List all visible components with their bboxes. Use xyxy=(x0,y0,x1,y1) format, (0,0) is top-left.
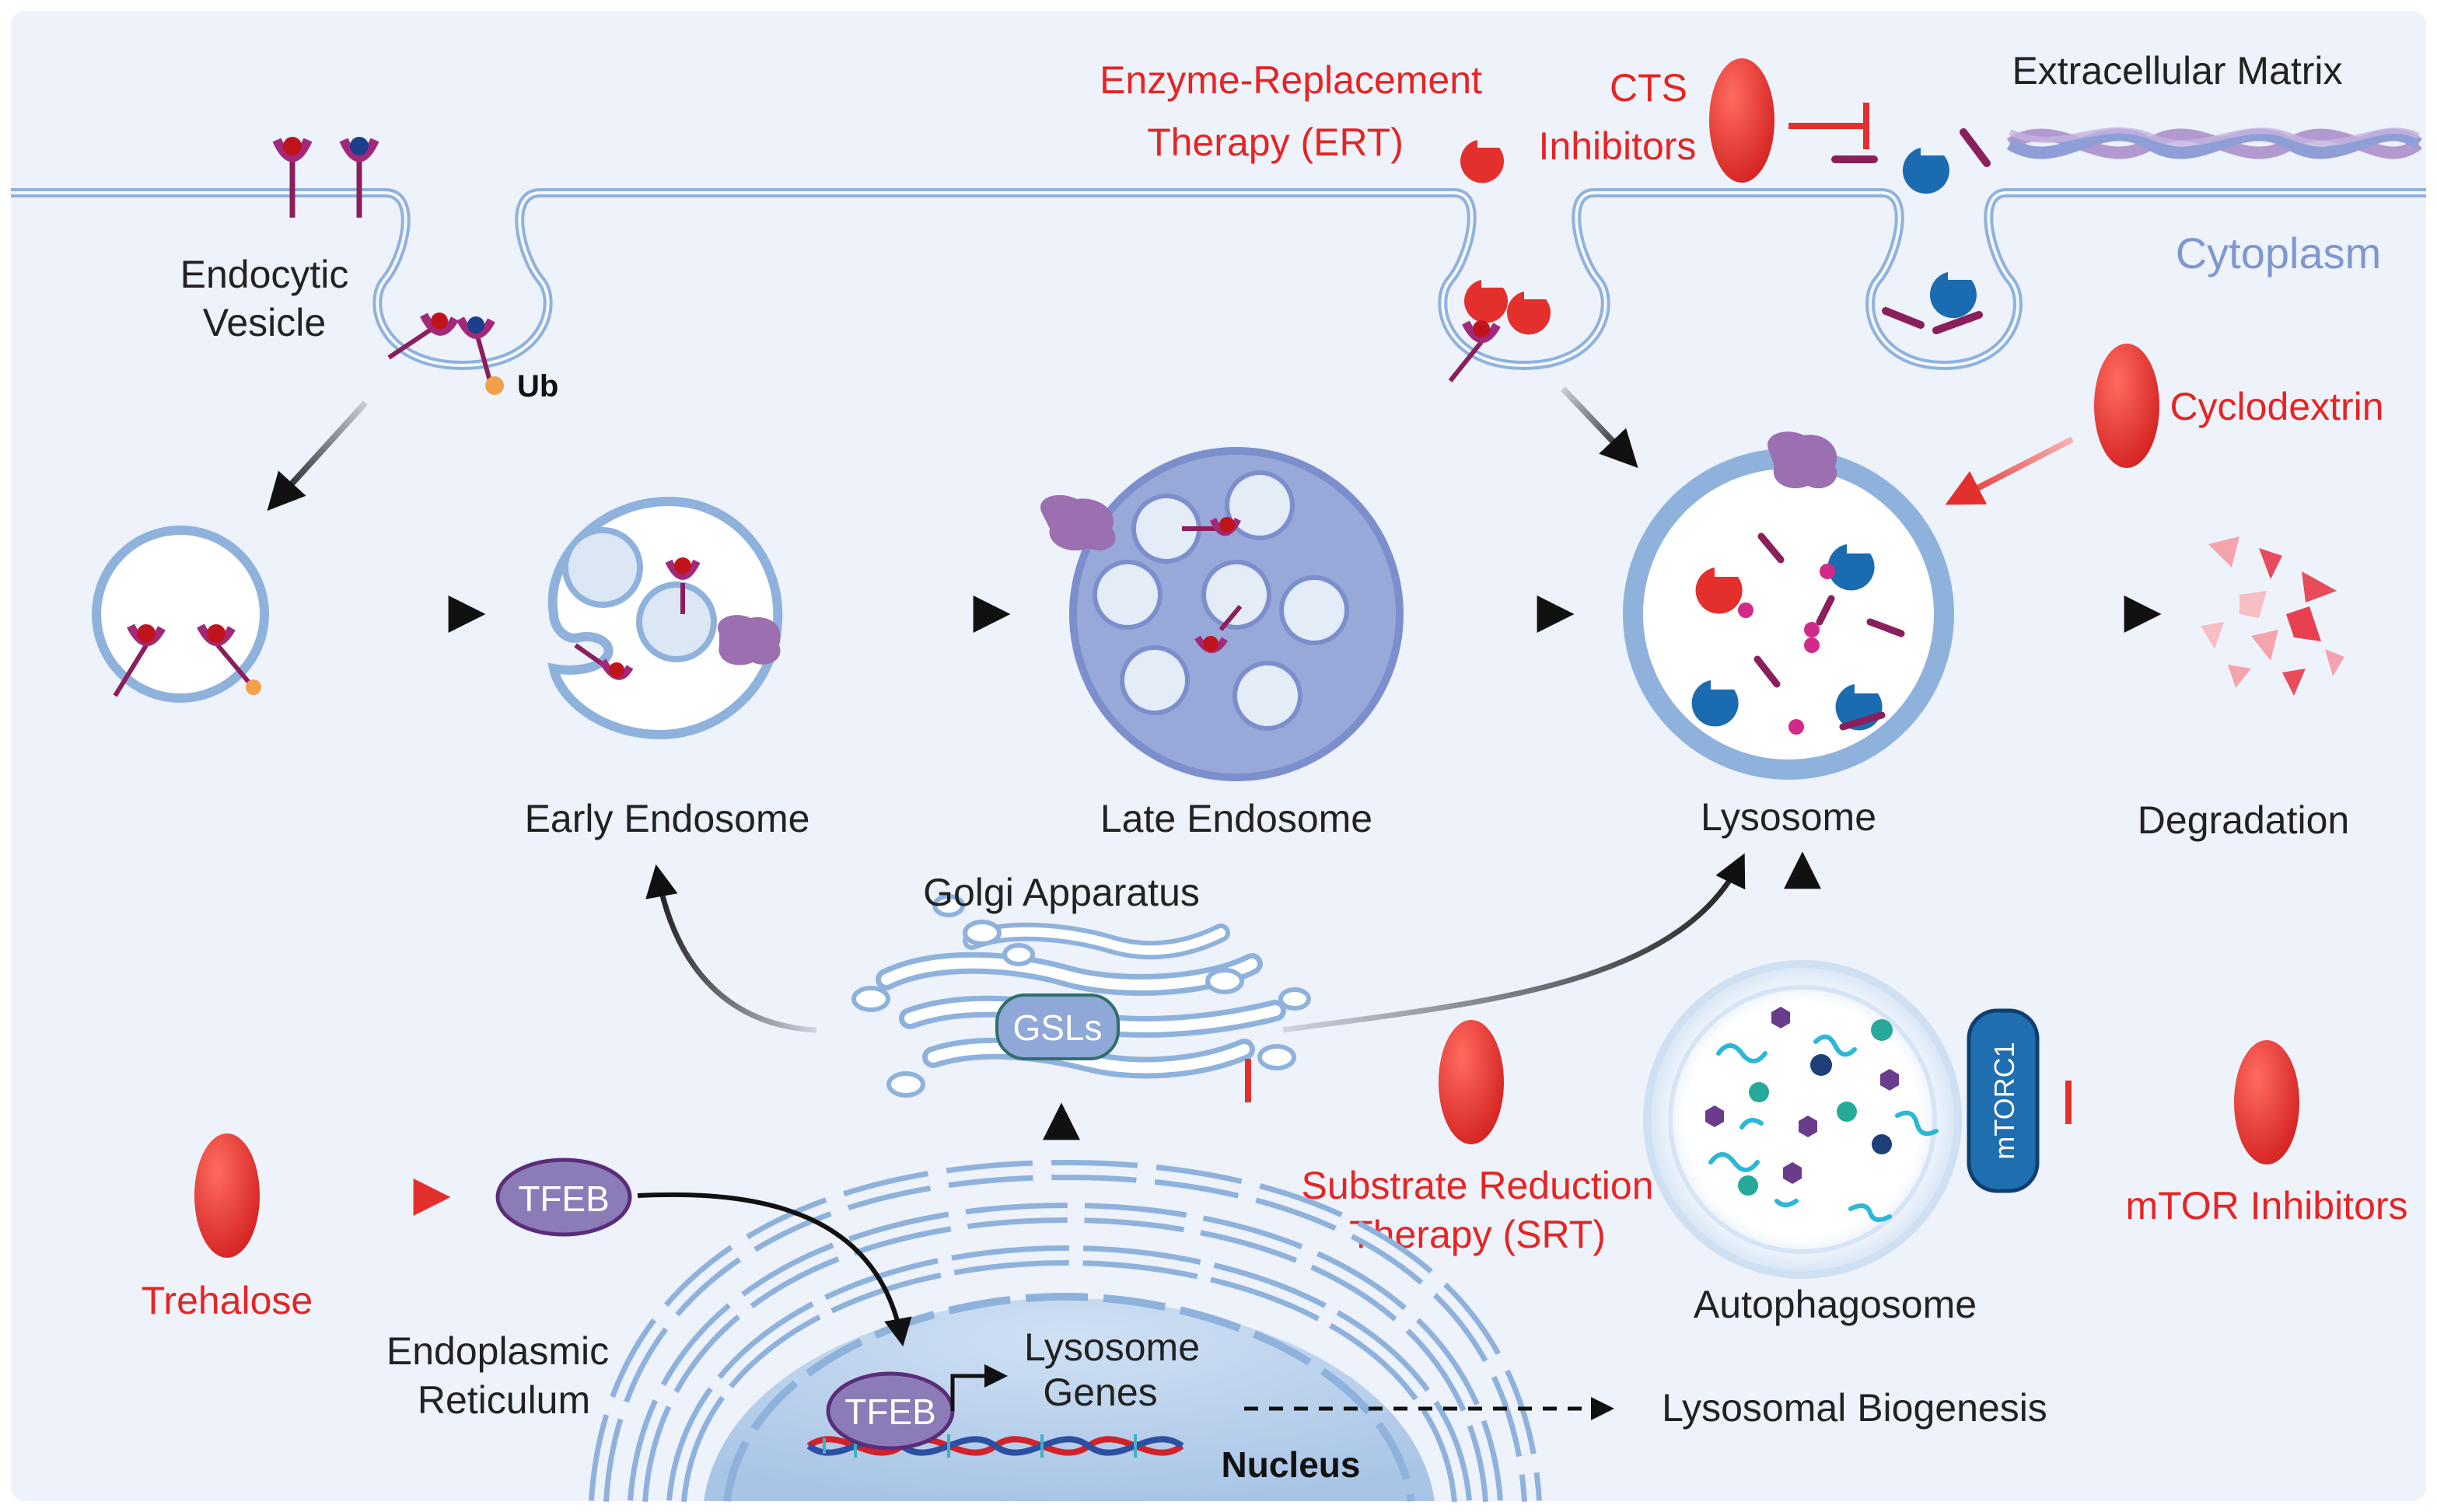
cyclodextrin-drug xyxy=(2094,344,2159,468)
extracellular-matrix-label: Extracellular Matrix xyxy=(2012,49,2342,93)
endocytic-vesicle-label: Vesicle xyxy=(203,301,326,344)
vesicle-receptor xyxy=(387,313,459,360)
golgi-apparatus xyxy=(851,894,1311,1098)
lysosome-genes-label: Genes xyxy=(1043,1371,1157,1414)
ert-enzyme xyxy=(1507,292,1551,335)
mtor-inhibitors-label: mTOR Inhibitors xyxy=(2125,1184,2407,1227)
transport-vesicle xyxy=(92,526,269,703)
ert-label: Therapy (ERT) xyxy=(1147,120,1404,164)
lysosome-genes-label: Lysosome xyxy=(1024,1325,1200,1369)
collagen-fragment xyxy=(1882,307,1925,329)
arrow-ert-to-lysosome xyxy=(1561,386,1638,468)
tfeb-cytoplasmic xyxy=(495,1158,632,1237)
lysosome xyxy=(1623,449,1954,780)
transcription-arrow xyxy=(950,1364,1008,1411)
endocytic-vesicle-label: Endocytic xyxy=(180,253,349,296)
purple-protein xyxy=(1040,494,1116,551)
purple-protein xyxy=(1767,431,1837,489)
trehalose-label: Trehalose xyxy=(142,1279,313,1322)
purple-protein xyxy=(718,615,781,665)
plasma-membrane-inner xyxy=(11,191,2426,368)
autophagosome xyxy=(1643,960,1962,1279)
early-endosome xyxy=(547,496,783,740)
lysosome-label: Lysosome xyxy=(1701,795,1876,839)
gsls-label: GSLs xyxy=(1012,1007,1102,1048)
tfeb-label: TFEB xyxy=(518,1179,610,1219)
mtor-inhibitor-drug xyxy=(2234,1040,2299,1165)
lysosomal-biogenesis-label: Lysosomal Biogenesis xyxy=(1662,1386,2047,1430)
ubiquitin-tag xyxy=(485,376,504,395)
surface-receptor xyxy=(339,137,379,218)
ert-label: Enzyme-Replacement xyxy=(1100,58,1482,102)
arrow-endocytosis xyxy=(267,400,368,512)
late-endosome xyxy=(1069,447,1404,781)
er-label: Reticulum xyxy=(418,1378,590,1422)
ub-label: Ub xyxy=(517,369,558,403)
srt-label: Substrate Reduction xyxy=(1301,1164,1653,1207)
vesicle-receptor xyxy=(1448,320,1501,382)
mtorc1-complex xyxy=(1967,1008,2040,1193)
gsls-badge xyxy=(995,993,1120,1060)
er-label: Endoplasmic xyxy=(386,1329,609,1373)
degradation-label: Degradation xyxy=(2138,798,2349,842)
cathepsin-enzyme xyxy=(1902,148,1949,194)
ert-enzyme xyxy=(1460,140,1505,183)
late-endosome-label: Late Endosome xyxy=(1100,797,1372,840)
arrow-cyclodextrin xyxy=(1945,436,2074,505)
ert-enzyme xyxy=(1464,280,1509,323)
collagen-fragment xyxy=(1932,311,1983,334)
cts-inhibitors-label: Inhibitors xyxy=(1539,124,1697,168)
nucleus-label: Nucleus xyxy=(1222,1444,1361,1485)
cts-inhibitors-label: CTS xyxy=(1610,66,1687,110)
tfeb-nuclear-label: TFEB xyxy=(844,1392,936,1432)
vesicle-receptor xyxy=(456,316,495,382)
srt-drug xyxy=(1439,1020,1504,1144)
arrow-golgi-to-lysosome xyxy=(1282,853,1746,1033)
extracellular-matrix-fiber xyxy=(2006,127,2422,159)
mtorc1-label: mTORC1 xyxy=(1988,1042,2020,1159)
cytoplasm-label: Cytoplasm xyxy=(2176,229,2382,278)
autophagosome-label: Autophagosome xyxy=(1694,1283,1977,1326)
endoplasmic-reticulum xyxy=(589,1159,1542,1503)
degradation-fragments xyxy=(2201,536,2344,696)
collagen-fragment xyxy=(1960,128,1991,167)
trehalose-drug xyxy=(194,1133,260,1258)
surface-receptor xyxy=(272,137,313,218)
golgi-apparatus-label: Golgi Apparatus xyxy=(923,871,1200,914)
arrow-golgi-to-early-endosome xyxy=(645,864,817,1033)
early-endosome-label: Early Endosome xyxy=(525,797,810,840)
cyclodextrin-label: Cyclodextrin xyxy=(2170,385,2383,428)
cathepsin-enzyme xyxy=(1929,272,1977,319)
arrow-tfeb-to-nucleus xyxy=(637,1192,912,1347)
cts-inhibitor-drug xyxy=(1709,58,1774,183)
